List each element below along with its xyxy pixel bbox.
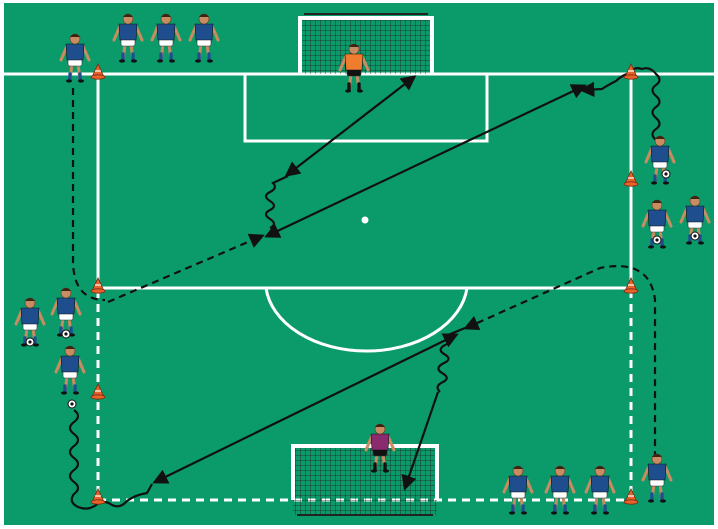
- ball-icon: [68, 400, 76, 408]
- center-spot: [362, 217, 369, 224]
- ball-icon: [662, 170, 670, 178]
- ball-icon: [691, 232, 699, 240]
- ball-icon: [26, 338, 34, 346]
- ball-icon: [62, 330, 70, 338]
- ball-icon: [653, 236, 661, 244]
